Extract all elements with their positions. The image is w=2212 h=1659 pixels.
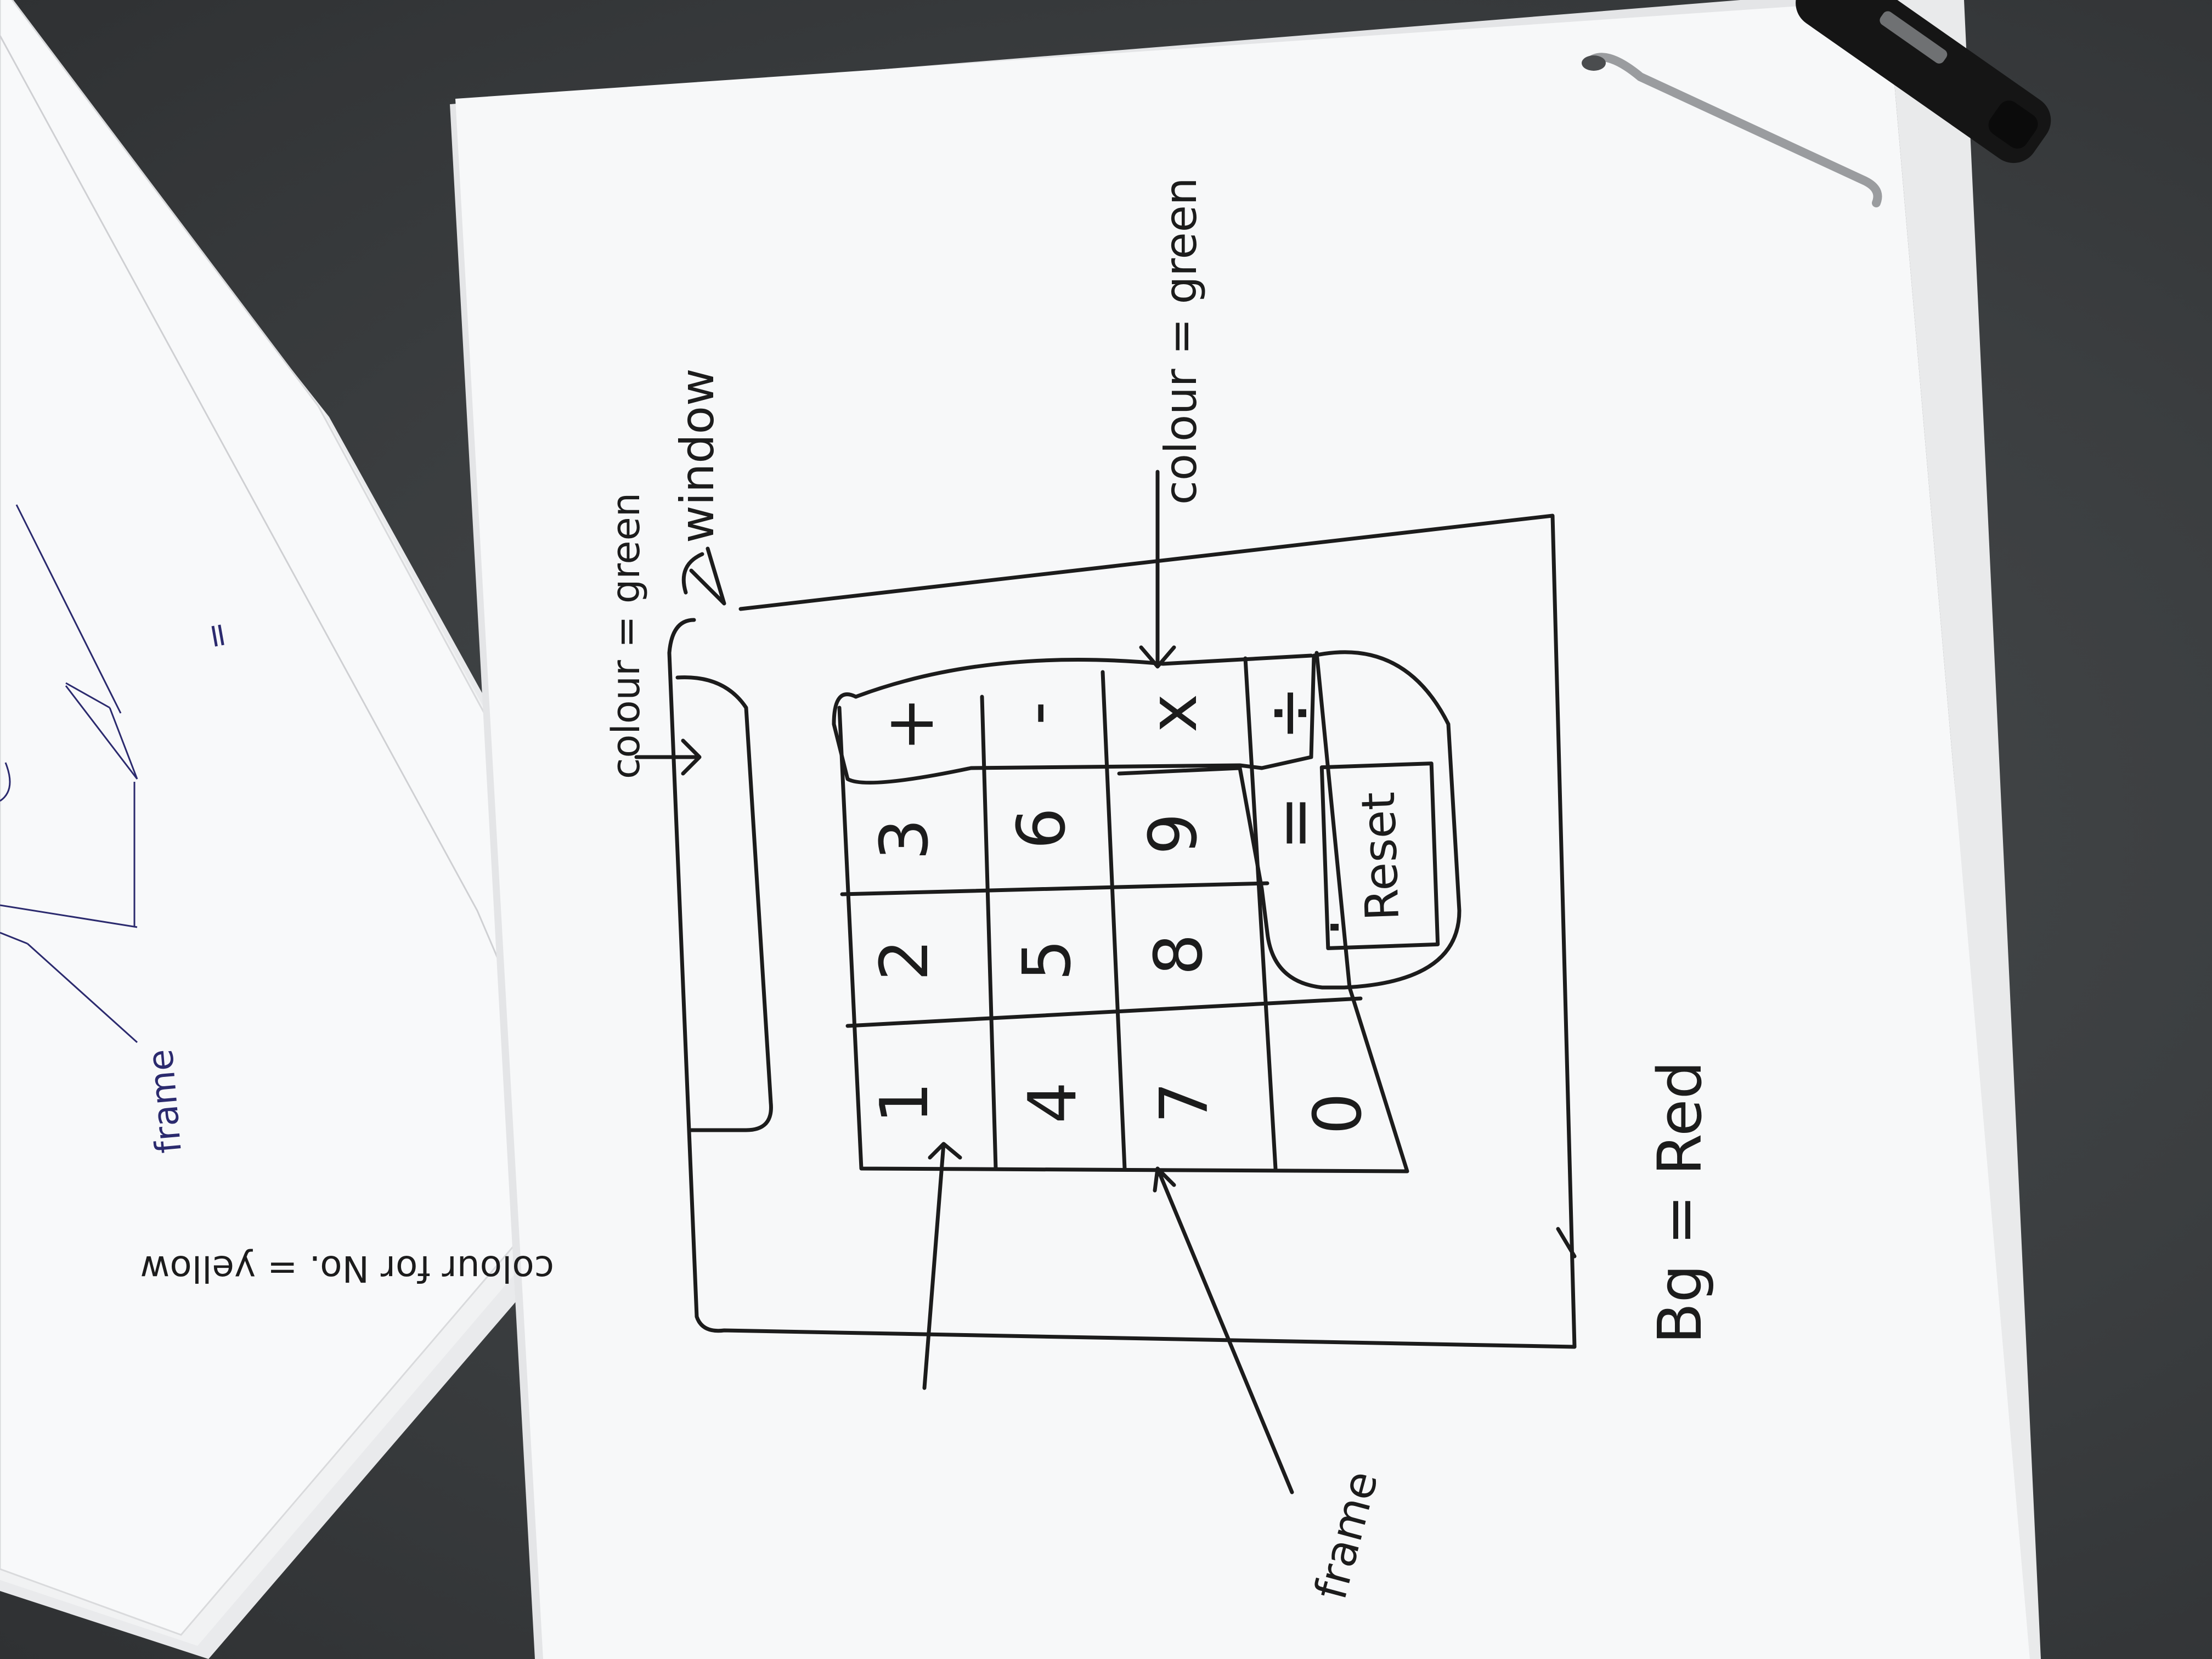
window-outline: [667, 514, 1577, 1349]
key-4: 4: [1015, 1082, 1091, 1124]
window-arrow: [689, 546, 726, 606]
display-outline: [675, 675, 773, 1132]
key-equals: =: [1256, 795, 1333, 851]
annotation-operator-colour: colour = green: [1155, 177, 1206, 505]
frame-arrow: [1153, 1166, 1294, 1494]
keypad: 1 2 3 + 4 5 6 - 7 8 9 x 0 . = ÷ Reset: [867, 686, 1409, 1135]
pen-clip: [1587, 53, 1882, 207]
annotation-background: Bg = Red: [1645, 1061, 1715, 1344]
keypad-grid-outer: [837, 651, 1409, 1173]
key-6: 6: [1004, 808, 1080, 849]
operator-arrow: [1139, 470, 1176, 669]
annotation-window: window: [670, 368, 724, 543]
background-pointer: [1556, 1227, 1577, 1259]
key-0: 0: [1300, 1093, 1376, 1135]
key-5: 5: [1009, 939, 1086, 981]
key-decimal: .: [1278, 917, 1355, 938]
display-arrow: [634, 738, 702, 776]
side-sheet-label-frame: frame: [140, 1048, 190, 1155]
operator-highlight-outline: [832, 650, 1462, 990]
annotation-display-colour: colour = green: [603, 493, 648, 779]
key-7: 7: [1147, 1082, 1223, 1124]
key-3: 3: [867, 819, 943, 860]
key-minus: -: [998, 701, 1075, 725]
key-multiply: x: [1136, 693, 1212, 732]
number-arrow: [922, 1142, 962, 1390]
key-8: 8: [1141, 934, 1217, 975]
reset-box: [1319, 761, 1440, 950]
annotation-number-colour: colour for No. = yellow: [140, 1248, 554, 1290]
key-1: 1: [867, 1082, 943, 1124]
reset-label: Reset: [1351, 791, 1409, 922]
side-sheet-label-equals: =: [196, 619, 239, 653]
key-9: 9: [1136, 813, 1212, 855]
key-plus: +: [872, 697, 949, 752]
key-divide: ÷: [1251, 686, 1327, 741]
key-2: 2: [867, 939, 943, 981]
